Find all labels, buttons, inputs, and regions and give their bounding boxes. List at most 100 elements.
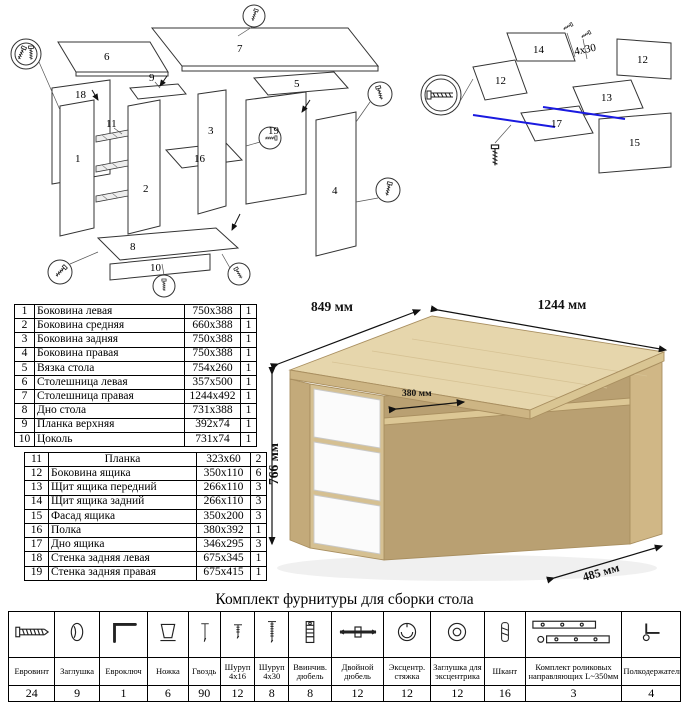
hardware-icons-row (7, 611, 681, 658)
part-name: Вязка стола (34, 360, 185, 376)
part-size: 750x388 (184, 332, 241, 348)
part-label: 9 (149, 72, 155, 84)
part-qty: 1 (240, 346, 257, 362)
part-name: Дно ящика (48, 537, 197, 553)
leg-icon (160, 623, 176, 642)
panel-side-left (59, 99, 95, 237)
part-name: Щит ящика передний (48, 480, 197, 496)
hardware-name: Ножка (147, 657, 189, 686)
part-qty: 1 (240, 403, 257, 419)
panel-bottom (96, 227, 240, 261)
part-size: 380x392 (196, 522, 251, 539)
hardware-name: Шуруп 4х16 (219, 657, 256, 686)
part-size: 731x388 (184, 403, 241, 419)
hardware-title: Комплект фурнитуры для сборки стола (215, 591, 474, 608)
hardware-qty: 12 (219, 685, 256, 702)
panel-drawer-side-left (472, 59, 528, 101)
hardware-qtys-row: 24 9 1 6 90 12 8 8 12 12 12 16 3 4 (7, 685, 681, 702)
part-qty: 1 (240, 318, 257, 334)
screwin-dowel-icon (305, 620, 315, 644)
part-size: 350x110 (196, 466, 251, 482)
hardware-name: Ввинчив. дюбель (288, 657, 332, 686)
part-num: 3 (14, 332, 35, 348)
dim-849-arrow (269, 309, 422, 370)
part-label: 5 (294, 78, 300, 90)
part-name: Дно стола (34, 403, 185, 419)
part-size: 266x110 (196, 480, 251, 496)
screw-4x30-icon (268, 621, 277, 643)
dim-1244-label: 1244 мм (538, 297, 587, 312)
part-num: 15 (24, 508, 49, 524)
screw-size-note: 4x30 (573, 42, 598, 58)
part-label: 12 (637, 54, 648, 66)
assembled-desk-render: 849 мм 1244 мм 766 мм 380 мм 485 мм (266, 297, 668, 584)
part-label: 3 (208, 125, 214, 137)
part-size: 750x388 (184, 303, 241, 320)
hardware-name: Двойной дюбель (330, 657, 385, 686)
part-num: 13 (24, 480, 49, 496)
hardware-qty: 16 (484, 685, 526, 702)
part-num: 9 (14, 417, 35, 433)
callout-details (10, 4, 401, 298)
shelf-support-icon (643, 623, 660, 642)
hardware-qty: 9 (54, 685, 100, 702)
nail-icon (200, 623, 209, 642)
desk-right-panel (629, 361, 663, 545)
hardware-qty: 8 (288, 685, 332, 702)
part-size: 1244x492 (184, 389, 241, 405)
part-qty: 3 (250, 480, 267, 496)
roller-guides-icon (532, 620, 611, 644)
part-qty: 3 (250, 537, 267, 553)
euroscrew-icon (14, 626, 49, 638)
part-qty: 1 (240, 332, 257, 348)
part-qty: 1 (250, 565, 267, 581)
part-size: 754x260 (184, 360, 241, 376)
drawer-front-middle (313, 441, 381, 502)
panel-side-right (315, 111, 357, 257)
part-num: 17 (24, 537, 49, 553)
part-label: 13 (601, 92, 613, 104)
panel-back-wall-right (245, 91, 307, 205)
screw-4x16-icon (233, 624, 242, 639)
panel-drawer-side-right (616, 38, 672, 80)
part-label: 2 (143, 183, 149, 195)
hardware-name: Комплект роликовых направляющих L~350мм (524, 657, 623, 686)
part-label: 6 (104, 51, 110, 63)
part-label: 15 (629, 137, 641, 149)
part-label: 11 (106, 118, 117, 130)
panel-tabletop-right (150, 27, 380, 67)
part-qty: 1 (240, 360, 257, 376)
hardware-name: Полкодержатель (621, 657, 681, 686)
dim-849-label: 849 мм (311, 299, 353, 314)
panel-drawer-front (572, 79, 644, 116)
part-name: Боковина правая (34, 346, 185, 362)
part-qty: 1 (240, 431, 257, 447)
part-name: Стенка задняя левая (48, 551, 197, 567)
drawer-front-bottom (313, 494, 381, 555)
part-size: 731x74 (184, 431, 241, 447)
part-size: 392x74 (184, 417, 241, 433)
panel-tie (253, 71, 350, 96)
main-part-labels: 1 2 3 4 5 6 7 8 9 10 11 16 18 19 (75, 43, 338, 274)
hardware-qty: 6 (147, 685, 189, 702)
part-size: 323x60 (196, 451, 251, 468)
drawer-rails (95, 129, 129, 203)
hardware-name: Гвоздь (187, 657, 221, 686)
part-size: 750x388 (184, 346, 241, 362)
hardware-name: Эксцентр. стяжка (383, 657, 431, 686)
hardware-name: Шуруп 4х30 (254, 657, 290, 686)
confirmat-screw-icon (426, 90, 453, 100)
part-size: 675x345 (196, 551, 251, 567)
part-num: 14 (24, 494, 49, 510)
part-num: 16 (24, 522, 49, 539)
panel-side-back (197, 89, 227, 215)
part-label: 19 (268, 125, 280, 137)
